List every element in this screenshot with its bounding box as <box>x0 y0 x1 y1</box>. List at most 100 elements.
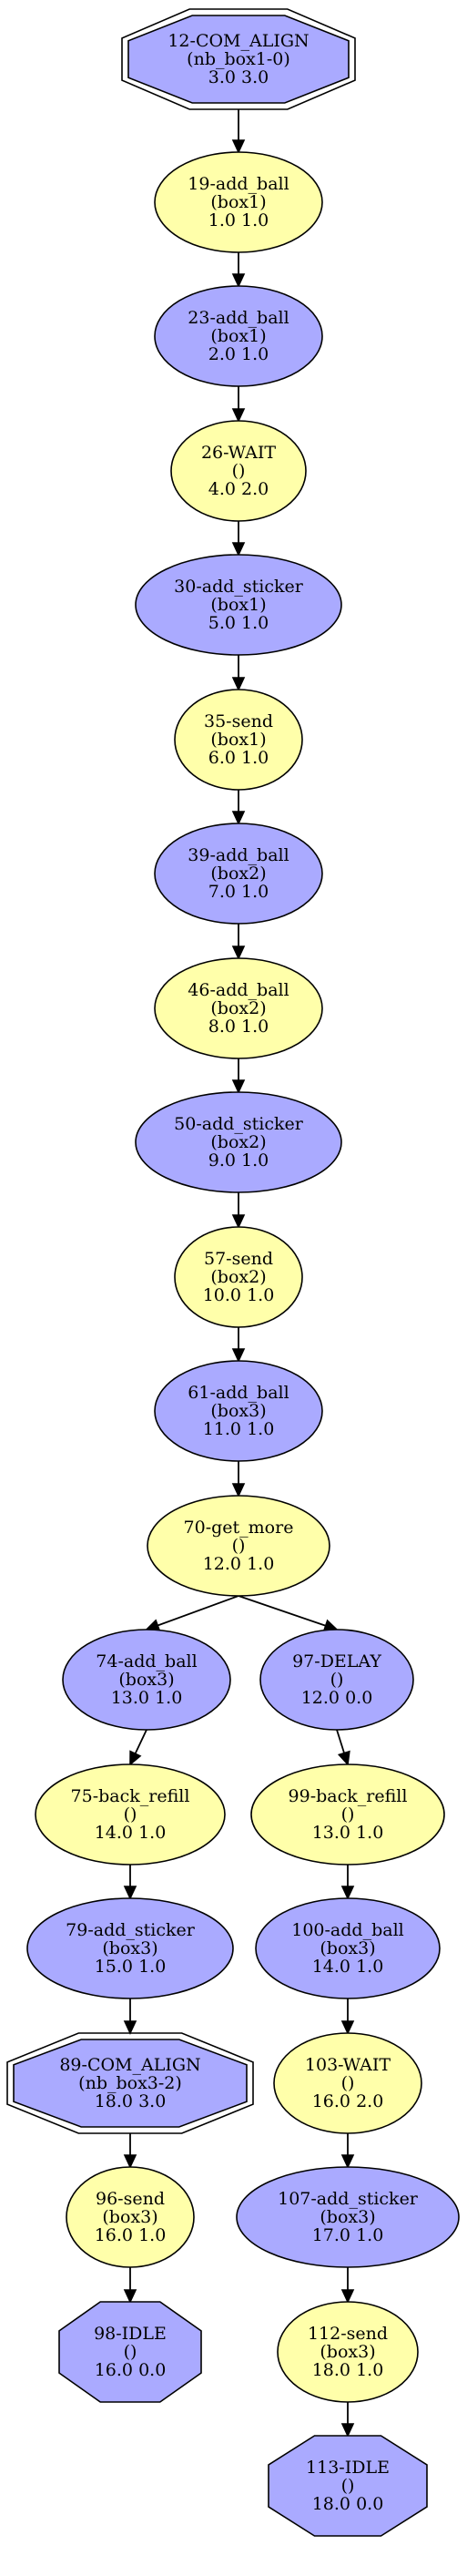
node-30: 30-add_sticker(box1)5.0 1.0 <box>135 554 342 656</box>
node-label: 1.0 1.0 <box>208 210 269 230</box>
arrowhead-icon <box>123 2020 137 2035</box>
node-label: 18.0 3.0 <box>95 2091 167 2111</box>
node-label: 46-add_ball <box>188 980 289 1000</box>
edge-39-to-46 <box>231 924 246 960</box>
node-99: 99-back_refill()13.0 1.0 <box>250 1763 445 1866</box>
node-label: 50-add_sticker <box>174 1114 304 1134</box>
node-shape <box>174 1226 303 1328</box>
node-shape <box>255 1897 441 1999</box>
node-label: 7.0 1.0 <box>208 882 269 902</box>
nodes: 12-COM_ALIGN(nb_box1-0)3.0 3.0 19-add_bal… <box>6 8 460 2537</box>
edge-74-to-75 <box>129 1729 147 1766</box>
edge-100-to-103 <box>340 1998 355 2035</box>
node-outer-border <box>121 8 356 110</box>
arrowhead-icon <box>231 1348 246 1363</box>
edge-50-to-57 <box>231 1192 246 1229</box>
node-shape <box>58 2301 202 2403</box>
node-74: 74-add_ball(box3)13.0 1.0 <box>62 1629 231 1731</box>
node-label: 113-IDLE <box>306 2458 390 2478</box>
edge-97-to-99 <box>336 1729 350 1766</box>
edge-57-to-61 <box>231 1327 246 1363</box>
arrowhead-icon <box>231 1214 246 1229</box>
node-57: 57-send(box2)10.0 1.0 <box>174 1226 303 1328</box>
node-100: 100-add_ball(box3)14.0 1.0 <box>255 1897 441 1999</box>
node-shape <box>66 2166 195 2268</box>
node-label: 13.0 1.0 <box>312 1823 384 1843</box>
arrowhead-icon <box>129 1750 142 1766</box>
arrowhead-icon <box>231 677 246 691</box>
node-112: 112-send(box3)18.0 1.0 <box>277 2301 419 2403</box>
node-shape <box>154 151 323 253</box>
node-label: (box3) <box>210 1401 266 1421</box>
node-label: 12.0 0.0 <box>301 1688 373 1708</box>
node-label: (box1) <box>210 595 266 615</box>
node-19: 19-add_ball(box1)1.0 1.0 <box>154 151 323 253</box>
edge-70-to-74 <box>145 1595 239 1632</box>
edge-line <box>336 1729 345 1753</box>
node-26: 26-WAIT()4.0 2.0 <box>170 420 307 522</box>
node-label: 103-WAIT <box>305 2055 391 2075</box>
node-label: 14.0 1.0 <box>95 1823 167 1843</box>
node-label: 23-add_ball <box>188 308 289 328</box>
node-label: 16.0 2.0 <box>312 2091 384 2111</box>
node-label: () <box>124 2342 137 2362</box>
node-shape <box>259 1629 414 1731</box>
node-label: 18.0 0.0 <box>312 2494 384 2514</box>
node-23: 23-add_ball(box1)2.0 1.0 <box>154 285 323 387</box>
node-label: (box3) <box>320 1938 375 1958</box>
node-label: 2.0 1.0 <box>208 344 269 364</box>
node-label: 16.0 1.0 <box>95 2225 167 2245</box>
node-98: 98-IDLE()16.0 0.0 <box>58 2301 202 2403</box>
edge-103-to-107 <box>340 2133 355 2169</box>
node-shape <box>273 2032 422 2134</box>
arrowhead-icon <box>340 2289 355 2304</box>
arrowhead-icon <box>231 946 246 960</box>
edge-96-to-98 <box>123 2267 137 2304</box>
node-label: () <box>341 2476 355 2496</box>
edge-107-to-112 <box>340 2267 355 2304</box>
node-label: 89-COM_ALIGN <box>59 2055 200 2075</box>
arrowhead-icon <box>231 1483 246 1498</box>
node-label: (box2) <box>210 998 266 1018</box>
arrowhead-icon <box>231 139 246 154</box>
edge-46-to-50 <box>231 1058 246 1094</box>
node-label: 13.0 1.0 <box>111 1688 183 1708</box>
edge-70-to-97 <box>238 1595 339 1632</box>
node-label: (nb_box1-0) <box>187 49 290 69</box>
node-12: 12-COM_ALIGN(nb_box1-0)3.0 3.0 <box>121 8 356 110</box>
node-label: 10.0 1.0 <box>203 1285 275 1305</box>
node-89: 89-COM_ALIGN(nb_box3-2)18.0 3.0 <box>6 2032 254 2134</box>
node-shape <box>170 420 307 522</box>
node-shape <box>154 957 323 1059</box>
arrowhead-icon <box>231 1079 246 1094</box>
node-label: 70-get_more <box>184 1518 294 1538</box>
node-35: 35-send(box1)6.0 1.0 <box>174 689 303 791</box>
node-shape <box>236 2166 460 2268</box>
node-70: 70-get_more()12.0 1.0 <box>147 1495 330 1597</box>
node-79: 79-add_sticker(box3)15.0 1.0 <box>26 1897 234 1999</box>
node-label: (box3) <box>102 2207 157 2227</box>
node-label: 35-send <box>204 711 273 731</box>
node-75: 75-back_refill()14.0 1.0 <box>35 1763 226 1866</box>
node-label: () <box>330 1670 344 1690</box>
node-shape <box>13 2039 248 2128</box>
arrowhead-icon <box>231 408 246 423</box>
node-107: 107-add_sticker(box3)17.0 1.0 <box>236 2166 460 2268</box>
arrowhead-icon <box>337 1750 350 1766</box>
node-label: 18.0 1.0 <box>312 2360 384 2380</box>
node-label: (nb_box3-2) <box>78 2073 182 2093</box>
node-label: 19-add_ball <box>188 174 289 194</box>
node-label: 30-add_sticker <box>174 577 304 597</box>
edge-26-to-30 <box>231 521 246 557</box>
node-label: () <box>124 1804 137 1825</box>
node-shape <box>35 1763 226 1866</box>
node-96: 96-send(box3)16.0 1.0 <box>66 2166 195 2268</box>
node-label: (box3) <box>118 1670 174 1690</box>
node-label: (box2) <box>210 1132 266 1152</box>
node-label: 26-WAIT <box>201 443 276 463</box>
node-label: 57-send <box>204 1249 273 1269</box>
node-label: 6.0 1.0 <box>208 748 269 768</box>
node-label: (box3) <box>102 1938 157 1958</box>
node-label: 8.0 1.0 <box>208 1017 269 1037</box>
